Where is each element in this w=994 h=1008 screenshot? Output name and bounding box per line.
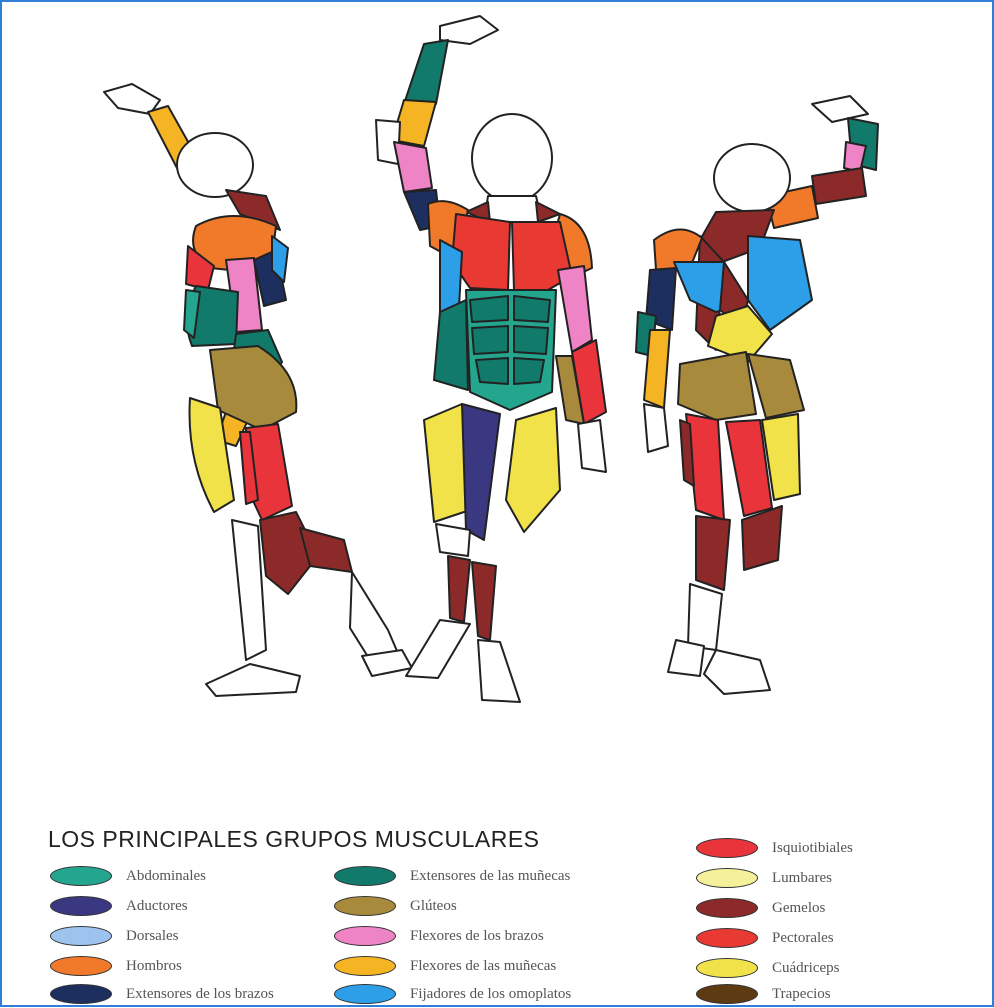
legend-label: Extensores de los brazos — [126, 986, 274, 1003]
legend-item: Aductores — [50, 892, 188, 920]
legend-label: Dorsales — [126, 928, 179, 945]
legend-label: Flexores de los brazos — [410, 928, 544, 945]
legend-item: Dorsales — [50, 922, 179, 950]
legend-title: LOS PRINCIPALES GRUPOS MUSCULARES — [48, 826, 540, 853]
legend-swatch — [696, 958, 758, 978]
legend-item: Hombros — [50, 952, 182, 980]
legend-swatch — [50, 896, 112, 916]
figure-front-view — [376, 16, 606, 702]
legend-item: Cuádriceps — [696, 954, 839, 982]
legend-item: Trapecios — [696, 980, 831, 1008]
legend-label: Fijadores de los omoplatos — [410, 986, 571, 1003]
figure-side-view — [104, 84, 412, 696]
legend-label: Isquiotibiales — [772, 840, 853, 857]
legend-label: Flexores de las muñecas — [410, 958, 556, 975]
legend-label: Cuádriceps — [772, 960, 839, 977]
legend-item: Isquiotibiales — [696, 834, 853, 862]
muscle-figures-illustration — [0, 0, 994, 760]
legend-label: Extensores de las muñecas — [410, 868, 570, 885]
legend-swatch — [334, 984, 396, 1004]
legend-swatch — [696, 838, 758, 858]
legend-item: Pectorales — [696, 924, 834, 952]
legend-item: Gemelos — [696, 894, 825, 922]
legend-label: Gemelos — [772, 900, 825, 917]
legend-item: Fijadores de los omoplatos — [334, 980, 571, 1008]
legend-swatch — [696, 984, 758, 1004]
legend-swatch — [696, 928, 758, 948]
legend-item: Glúteos — [334, 892, 457, 920]
legend-label: Hombros — [126, 958, 182, 975]
legend-label: Lumbares — [772, 870, 832, 887]
legend-swatch — [50, 926, 112, 946]
figure-back-view — [636, 96, 878, 694]
legend-label: Pectorales — [772, 930, 834, 947]
legend-swatch — [334, 926, 396, 946]
legend-swatch — [334, 866, 396, 886]
legend-label: Abdominales — [126, 868, 206, 885]
legend-swatch — [334, 896, 396, 916]
legend-label: Trapecios — [772, 986, 831, 1003]
legend-swatch — [696, 898, 758, 918]
legend-item: Extensores de las muñecas — [334, 862, 570, 890]
legend-item: Flexores de los brazos — [334, 922, 544, 950]
legend-label: Aductores — [126, 898, 188, 915]
legend-swatch — [50, 956, 112, 976]
legend-swatch — [334, 956, 396, 976]
legend-item: Extensores de los brazos — [50, 980, 274, 1008]
legend-label: Glúteos — [410, 898, 457, 915]
legend-swatch — [696, 868, 758, 888]
legend-swatch — [50, 866, 112, 886]
legend-item: Flexores de las muñecas — [334, 952, 556, 980]
legend-item: Abdominales — [50, 862, 206, 890]
legend-item: Lumbares — [696, 864, 832, 892]
legend-swatch — [50, 984, 112, 1004]
